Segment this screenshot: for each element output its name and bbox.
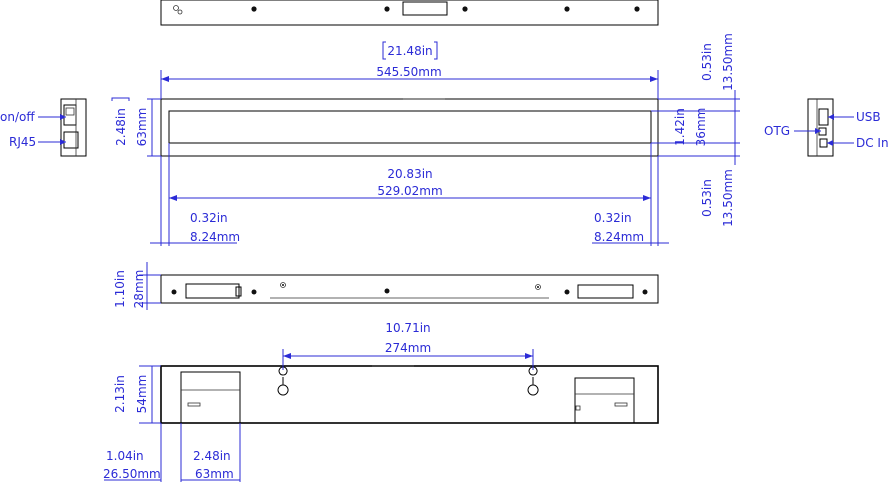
top-view-screw — [173, 5, 179, 11]
front-screen-height-in: 1.42in — [673, 108, 687, 146]
front-view-screen — [168, 110, 652, 144]
dcin-port — [819, 138, 828, 148]
bracket — [382, 41, 386, 60]
front-right-mm: 8.24mm — [594, 230, 644, 244]
keyhole-left — [277, 366, 289, 396]
right-side-view: USB OTG DC In — [764, 98, 889, 157]
power-switch-inner — [65, 107, 75, 116]
top-view — [160, 0, 659, 26]
bottom-view-bracket-left — [185, 283, 240, 299]
front-view: 21.48in 545.50mm 2.48in 63mm 0.53in 13.5… — [111, 33, 740, 246]
front-screen-width-mm: 529.02mm — [377, 184, 442, 198]
usb-port — [818, 108, 829, 126]
back-offset-in: 1.04in — [106, 449, 144, 463]
keyhole-right — [527, 366, 539, 396]
onoff-label: on/off — [0, 110, 35, 124]
bottom-view-screw — [280, 282, 286, 288]
right-side-outline — [807, 98, 834, 157]
otg-label: OTG — [764, 124, 790, 138]
front-height-mm: 63mm — [135, 108, 149, 147]
back-view-slot — [614, 402, 628, 407]
dcin-label: DC In — [856, 136, 889, 150]
front-view-outline — [160, 98, 659, 157]
top-view-hole — [384, 6, 390, 12]
dim-arrow — [643, 195, 651, 201]
leader-arrow — [60, 139, 66, 145]
bracket — [434, 41, 438, 60]
back-view: 10.71in 274mm 2.13in 54mm 1.04in 26.50mm… — [103, 321, 659, 482]
bottom-view-hole — [171, 289, 177, 295]
front-right-in: 0.32in — [594, 211, 632, 225]
bottom-view: 1.10in 28mm — [113, 262, 659, 310]
bottom-view-screw — [535, 284, 541, 290]
dim-arrow — [650, 76, 658, 82]
rj45-port — [63, 131, 79, 149]
bottom-view-hole — [251, 289, 257, 295]
bottom-view-hole — [642, 289, 648, 295]
left-side-view: on/off RJ45 — [0, 98, 87, 157]
top-view-hole — [564, 6, 570, 12]
dim-arrow — [525, 353, 533, 359]
back-box-mm: 63mm — [195, 467, 234, 481]
dim-arrow — [161, 76, 169, 82]
front-left-in: 0.32in — [190, 211, 228, 225]
front-left-mm: 8.24mm — [190, 230, 240, 244]
back-view-box-right — [574, 377, 635, 424]
leader-arrow — [828, 114, 834, 120]
bottom-view-hole — [564, 289, 570, 295]
back-hole-span-mm: 274mm — [385, 341, 431, 355]
back-hole-span-in: 10.71in — [385, 321, 430, 335]
top-view-hole — [462, 6, 468, 12]
front-screen-width-in: 20.83in — [387, 167, 432, 181]
bracket — [111, 97, 130, 101]
back-offset-mm: 26.50mm — [103, 467, 161, 481]
top-view-screw — [177, 9, 183, 15]
back-view-box-left — [180, 371, 241, 424]
left-side-outline — [60, 98, 87, 157]
usb-label: USB — [856, 110, 881, 124]
bottom-view-bracket-right — [577, 284, 634, 299]
top-view-port — [402, 1, 448, 16]
front-width-mm: 545.50mm — [376, 65, 441, 79]
leader-arrow — [827, 140, 833, 146]
front-top-mm: 13.50mm — [721, 33, 735, 91]
bottom-view-outline — [160, 274, 659, 304]
front-width-in: 21.48in — [387, 44, 432, 58]
bottom-view-clip — [235, 286, 242, 297]
top-view-outline — [160, 0, 659, 26]
back-view-slot — [187, 402, 201, 407]
rj45-label: RJ45 — [9, 135, 36, 149]
front-top-in: 0.53in — [700, 43, 714, 81]
bottom-view-hole — [384, 288, 390, 294]
top-view-hole — [251, 6, 257, 12]
bottom-view-screw-center — [537, 286, 539, 288]
back-height-in: 2.13in — [113, 375, 127, 413]
bottom-view-screw-center — [282, 284, 284, 286]
back-view-clip — [575, 405, 581, 411]
front-bottom-in: 0.53in — [700, 179, 714, 217]
dim-arrow — [283, 353, 291, 359]
front-height-in: 2.48in — [114, 108, 128, 146]
leader-arrow — [60, 114, 66, 120]
back-height-mm: 54mm — [135, 375, 149, 414]
back-view-outline — [160, 365, 659, 424]
back-box-in: 2.48in — [193, 449, 231, 463]
front-screen-height-mm: 36mm — [694, 108, 708, 147]
top-view-hole — [634, 6, 640, 12]
leader-arrow — [815, 128, 821, 134]
front-bottom-mm: 13.50mm — [721, 169, 735, 227]
dim-arrow — [169, 195, 177, 201]
bottom-depth-in: 1.10in — [113, 270, 127, 308]
bottom-depth-mm: 28mm — [132, 270, 146, 309]
